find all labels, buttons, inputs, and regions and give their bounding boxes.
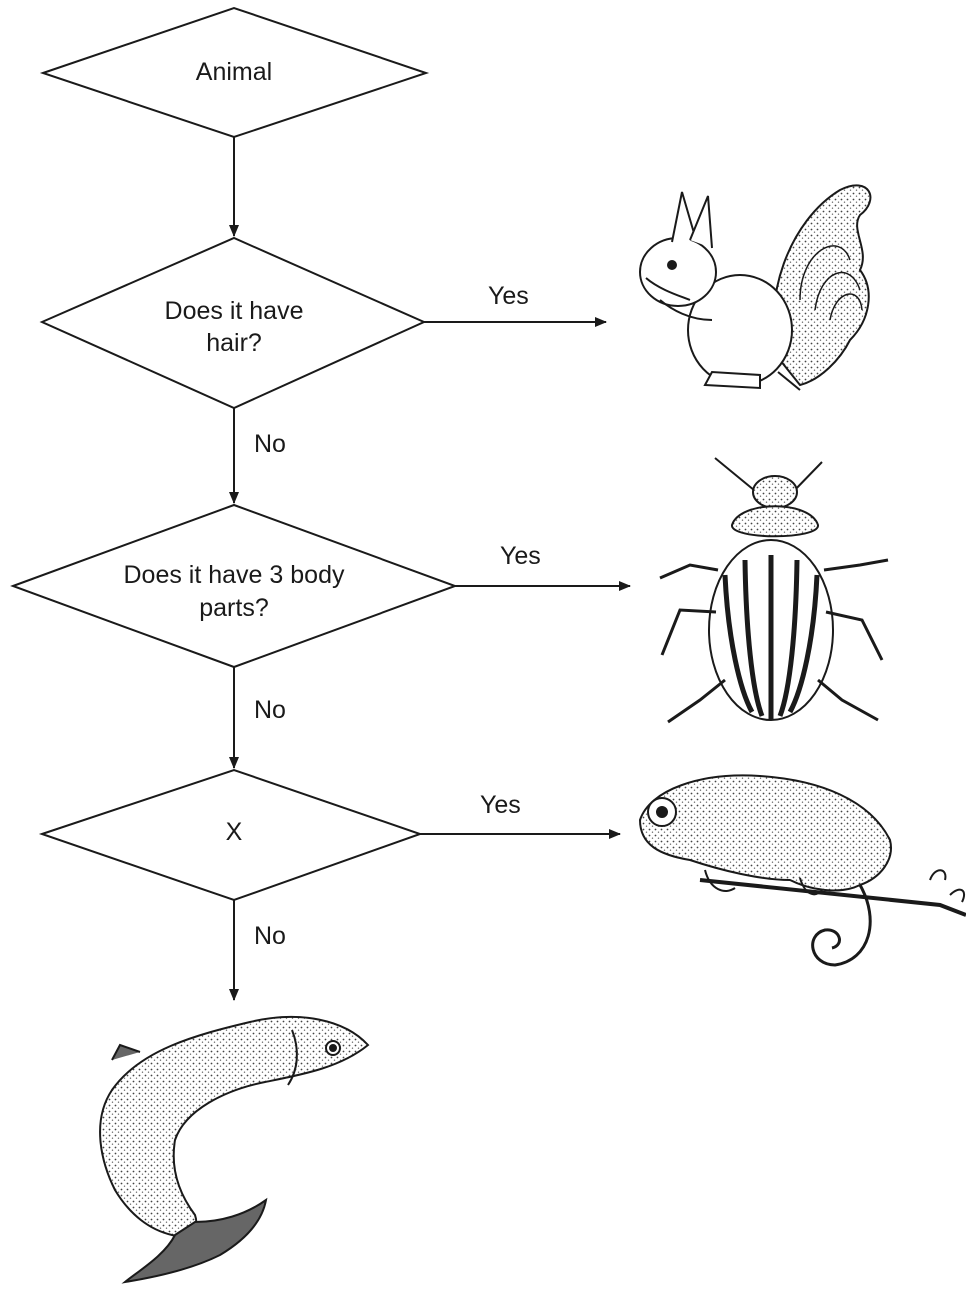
- node-label-hair-line1: Does it have: [134, 297, 334, 326]
- edge-label-hair-no: No: [254, 430, 286, 459]
- node-label-hair-line2: hair?: [134, 329, 334, 358]
- node-label-body-line1: Does it have 3 body: [84, 561, 384, 590]
- edge-label-hair-yes: Yes: [488, 282, 529, 311]
- node-label-animal: Animal: [134, 58, 334, 87]
- edge-label-body-yes: Yes: [500, 542, 541, 571]
- edge-label-x-yes: Yes: [480, 791, 521, 820]
- squirrel-icon: [640, 185, 870, 390]
- node-label-x: X: [134, 818, 334, 847]
- edge-label-x-no: No: [254, 922, 286, 951]
- beetle-icon: [660, 458, 888, 722]
- edge-label-body-no: No: [254, 696, 286, 725]
- chameleon-icon: [640, 775, 966, 965]
- node-label-body-line2: parts?: [84, 594, 384, 623]
- fish-icon: [100, 1017, 368, 1282]
